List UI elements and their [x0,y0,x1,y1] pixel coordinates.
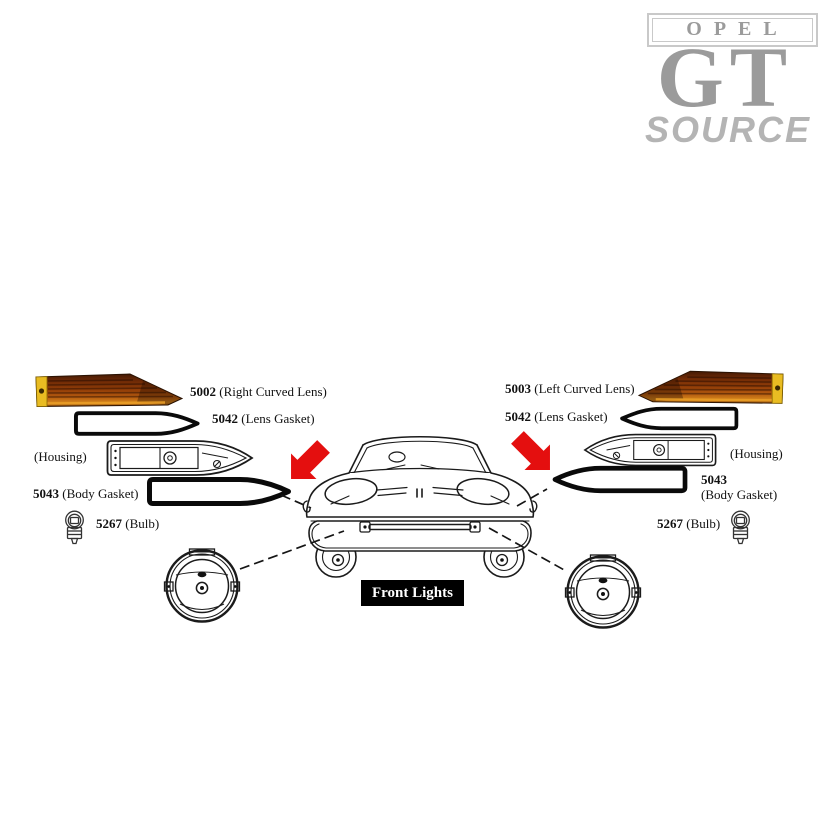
part-name: (Lens Gasket) [241,411,315,426]
red-arrow-down-right-icon [511,431,550,470]
part-name: (Housing) [730,446,783,461]
red-arrow-down-left-icon [291,440,330,479]
right-curved-lens-image [35,373,184,408]
part-name: (Right Curved Lens) [219,384,327,399]
label-lens-gasket-left: 5042 (Lens Gasket) [212,411,315,426]
body-gasket-image-left [147,477,291,506]
label-housing-right: (Housing) [730,446,783,461]
part-number: 5043 [701,472,727,487]
lens-gasket-image-left [73,411,200,436]
label-left-curved-lens: 5003 (Left Curved Lens) [505,381,635,396]
lens-gasket-image-right [620,406,739,431]
part-number: 5003 [505,381,531,396]
part-name: (Bulb) [125,516,160,531]
label-lens-gasket-right: 5042 (Lens Gasket) [505,409,608,424]
part-name: (Lens Gasket) [534,409,608,424]
part-name: (Housing) [34,449,87,464]
part-number: 5267 [657,516,683,531]
front-lights-badge-label: Front Lights [372,585,453,601]
front-lights-badge: Front Lights [361,580,464,606]
housing-image-right [583,433,717,467]
car-front-view-image [302,436,538,578]
part-number: 5267 [96,516,122,531]
part-name: (Left Curved Lens) [534,381,635,396]
label-body-gasket-left: 5043 (Body Gasket) [33,486,138,501]
headlight-bucket-image-left [163,548,241,623]
part-name: (Bulb) [686,516,721,531]
opel-logo-box: OPEL [647,13,818,47]
source-logo-text: SOURCE [644,109,812,150]
part-number: 5002 [190,384,216,399]
body-gasket-image-right [552,465,688,494]
part-number: 5042 [212,411,238,426]
label-bulb-right: 5267 (Bulb) [657,516,720,531]
part-name: (Body Gasket) [701,487,778,502]
label-right-curved-lens: 5002 (Right Curved Lens) [190,384,327,399]
label-bulb-left: 5267 (Bulb) [96,516,159,531]
part-number: 5043 [33,486,59,501]
label-housing-left: (Housing) [34,449,87,464]
housing-image-left [106,440,254,476]
left-curved-lens-image [637,370,784,404]
part-number: 5042 [505,409,531,424]
label-body-gasket-right: 5043 (Body Gasket) [701,472,777,502]
part-name: (Body Gasket) [62,486,139,501]
bulb-icon-right [731,510,750,545]
gt-logo-text: GT [656,29,794,125]
headlight-bucket-image-right [564,554,642,629]
bulb-icon-left [65,510,84,545]
opel-logo-text: OPEL [686,18,789,40]
